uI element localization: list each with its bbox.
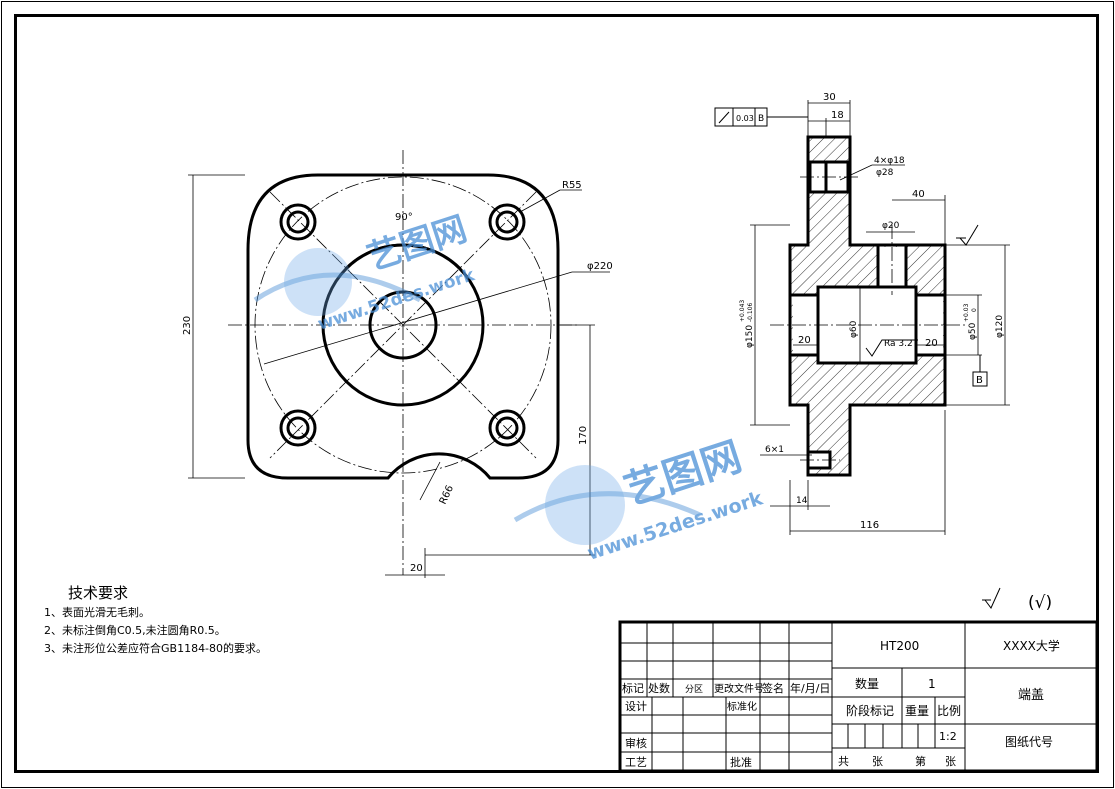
header-cell: 分区: [685, 684, 703, 695]
tech-requirements: 技术要求 1、表面光滑无毛刺。 2、未标注倒角C0.5,未注圆角R0.5。 3、…: [44, 584, 267, 655]
roughness-label: Ra 3.2: [884, 339, 913, 349]
angle-label: 90°: [395, 212, 413, 223]
corner-radius-label: R55: [562, 180, 582, 191]
svg-text:+0.043: +0.043: [739, 300, 746, 322]
bore-diameter-label: φ20: [882, 221, 900, 231]
university-name: XXXX大学: [1003, 638, 1060, 653]
header-cell: 更改文件号: [714, 682, 764, 695]
roughness-note: (√): [1028, 593, 1052, 613]
stage-label: 阶段标记: [846, 703, 894, 718]
step-14-label: 14: [796, 496, 808, 506]
sheets-unit: 张: [872, 755, 883, 768]
approve-label: 批准: [730, 755, 752, 769]
datum-label: B: [976, 375, 983, 386]
watermark-brand: 艺图网: [362, 209, 471, 279]
d60-label: φ60: [849, 320, 859, 338]
svg-text:0: 0: [971, 308, 978, 312]
section-outline: [788, 135, 947, 477]
svg-text:B: B: [758, 114, 764, 124]
holes-label: 4×φ18: [874, 156, 905, 166]
total-116-label: 116: [860, 520, 879, 531]
counterbore-label: φ28: [876, 168, 894, 178]
d50-label: φ50: [968, 322, 978, 340]
tech-item: 2、未标注倒角C0.5,未注圆角R0.5。: [44, 623, 226, 637]
header-cell: 处数: [648, 682, 670, 695]
title-block: 标记 处数 分区 更改文件号 签名 年/月/日 设计 标准化 审核 工艺 批准 …: [618, 620, 1099, 773]
d150-label: φ150: [745, 325, 755, 348]
sheets-unit: 张: [945, 755, 956, 768]
flange-inner-label: 18: [831, 110, 844, 121]
front-outline: [246, 173, 560, 480]
sheet-no-label: 第: [915, 754, 926, 768]
header-cell: 标记: [622, 681, 644, 695]
design-label: 设计: [625, 700, 647, 713]
scale-label: 比例: [937, 704, 961, 718]
header-cell: 年/月/日: [790, 681, 830, 695]
sheets-total-label: 共: [838, 755, 849, 768]
bolt-hole: [279, 203, 317, 241]
tech-item: 3、未注形位公差应符合GB1184-80的要求。: [44, 641, 267, 655]
quantity-value: 1: [928, 677, 936, 691]
svg-text:-0.106: -0.106: [747, 302, 754, 322]
pcd-label: φ220: [587, 261, 613, 272]
weight-label: 重量: [905, 704, 929, 718]
edge-label: 20: [410, 563, 423, 574]
left-20-label: 20: [798, 335, 811, 346]
flange-width-label: 30: [823, 92, 836, 103]
boss-circle: [321, 243, 485, 407]
bolt-hole: [488, 203, 526, 241]
bore-circle: [368, 290, 438, 360]
material-value: HT200: [880, 639, 919, 653]
front-view: 90° R55 φ220 230 170 20 R66: [182, 150, 613, 578]
inner-border: [14, 14, 1099, 773]
header-cell: 签名: [762, 681, 784, 695]
standard-label: 标准化: [727, 700, 757, 713]
check-label: 审核: [625, 736, 647, 750]
scale-value: 1:2: [939, 730, 957, 743]
tolerance-frame: 0.03 B: [714, 107, 808, 127]
bolt-hole: [488, 409, 526, 447]
drawing-number-label: 图纸代号: [1005, 735, 1053, 749]
tech-title: 技术要求: [68, 584, 128, 602]
notch-radius-label: R66: [438, 484, 456, 506]
chamfer-label: 6×1: [765, 445, 784, 455]
right-20-label: 20: [925, 338, 938, 349]
quantity-label: 数量: [855, 676, 879, 691]
part-name: 端盖: [1018, 688, 1044, 703]
svg-text:+0.03: +0.03: [963, 303, 970, 322]
watermark: 艺图网 www.52des.work: [513, 434, 766, 565]
process-label: 工艺: [625, 756, 647, 769]
tech-item: 1、表面光滑无毛刺。: [44, 605, 150, 619]
d120-label: φ120: [995, 315, 1005, 338]
offset-label: 170: [578, 426, 589, 445]
bolt-hole: [279, 409, 317, 447]
height-label: 230: [182, 316, 193, 335]
section-view: 30 18 0.03 B 4×φ18 φ28 40 φ20: [714, 92, 1010, 535]
boss-length-label: 40: [912, 189, 925, 200]
svg-text:0.03: 0.03: [736, 114, 754, 123]
